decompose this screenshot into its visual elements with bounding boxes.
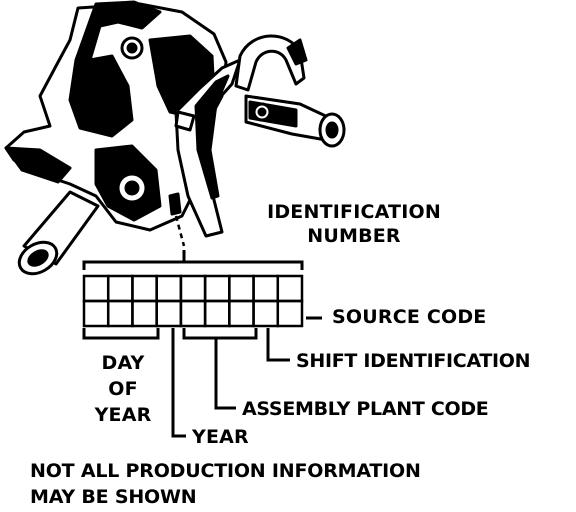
id-grid-cell (106, 274, 134, 303)
id-grid-cell (155, 299, 183, 328)
id-grid-cell (276, 299, 304, 328)
id-number-grid (82, 274, 304, 328)
year-leader (171, 328, 186, 438)
id-grid-cell (228, 299, 255, 328)
id-grid-cell (106, 299, 134, 328)
id-grid-cell (252, 274, 280, 303)
id-grid-cell (252, 299, 280, 328)
source-code-label: SOURCE CODE (332, 306, 487, 328)
year-label: YEAR (192, 426, 249, 448)
day-of-year-label: DAY OF YEAR (78, 350, 168, 428)
id-grid-cell (179, 274, 207, 303)
id-number-brace (82, 250, 304, 270)
id-leader-dashed (174, 215, 186, 247)
day-of-year-brace (82, 328, 160, 340)
id-grid-cell (82, 274, 110, 303)
day-of-year-line2: OF (108, 378, 138, 400)
identification-number-line2: NUMBER (307, 225, 401, 247)
day-of-year-line1: DAY (101, 352, 145, 374)
id-grid-cell (203, 274, 231, 303)
id-grid-cell (131, 299, 158, 328)
transmission-housing-illustration (4, 0, 346, 276)
identification-number-label: IDENTIFICATION NUMBER (244, 200, 464, 248)
production-note-line1: NOT ALL PRODUCTION INFORMATION (30, 460, 421, 482)
day-of-year-line3: YEAR (94, 404, 152, 426)
production-note: NOT ALL PRODUCTION INFORMATION MAY BE SH… (30, 458, 421, 510)
id-grid-cell (203, 299, 231, 328)
id-grid-cell (276, 274, 304, 303)
production-note-line2: MAY BE SHOWN (30, 486, 197, 508)
id-grid-cell (179, 299, 207, 328)
id-grid-cell (131, 274, 158, 303)
assembly-plant-brace (182, 328, 258, 340)
identification-number-line1: IDENTIFICATION (267, 201, 441, 223)
id-grid-cell (155, 274, 183, 303)
assembly-plant-leader (214, 338, 236, 410)
id-grid-cell (228, 274, 255, 303)
assembly-plant-code-label: ASSEMBLY PLANT CODE (242, 398, 489, 420)
shift-identification-leader (266, 328, 290, 362)
shift-identification-label: SHIFT IDENTIFICATION (296, 350, 531, 372)
id-grid-cell (82, 299, 110, 328)
